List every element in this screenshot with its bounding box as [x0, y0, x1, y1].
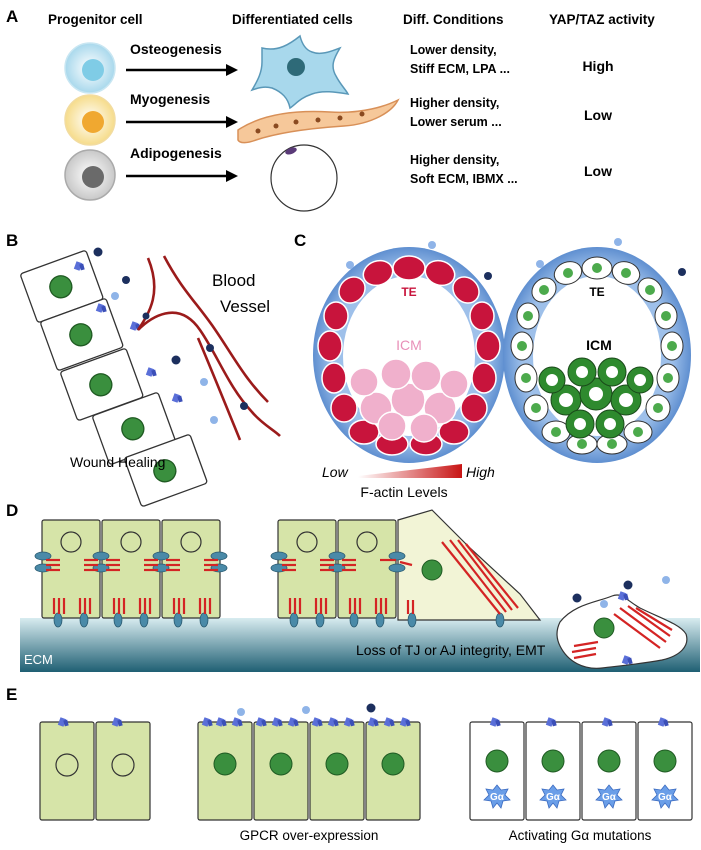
- cell-group-emt: [270, 509, 542, 628]
- activity-myo: Low: [584, 107, 612, 123]
- blastocyst-left: TE ICM: [313, 247, 505, 463]
- te-label-right: TE: [589, 285, 604, 299]
- label-myogenesis: Myogenesis: [130, 91, 210, 107]
- cell-group-intact: [34, 519, 228, 628]
- panel-d-letter: D: [6, 501, 18, 520]
- emt-caption: Loss of TJ or AJ integrity, EMT: [356, 642, 546, 658]
- cond-osteo-1: Lower density,: [410, 43, 497, 57]
- panel-d: D ECM: [6, 501, 700, 672]
- cond-myo-2: Lower serum ...: [410, 115, 502, 129]
- progenitor-cell-adipo: [64, 149, 116, 201]
- cell-group-galpha: Gα Gα Gα Gα: [469, 717, 693, 821]
- panel-a: A Progenitor cell Differentiated cells D…: [6, 7, 655, 212]
- cond-adipo-1: Higher density,: [410, 153, 499, 167]
- header-conditions: Diff. Conditions: [403, 12, 503, 27]
- galpha-caption: Activating Gα mutations: [509, 828, 652, 843]
- gradient-caption: F-actin Levels: [360, 484, 447, 500]
- progenitor-cell-osteo: [64, 42, 116, 94]
- gpcr-caption: GPCR over-expression: [240, 828, 379, 843]
- gradient-low: Low: [322, 464, 349, 480]
- blastocyst-right: TE ICM: [503, 247, 691, 463]
- factin-gradient-legend: Low High F-actin Levels: [322, 464, 495, 500]
- migrating-cell: [556, 591, 688, 669]
- ligand-dots-c: [346, 238, 686, 280]
- activity-osteo: High: [582, 58, 613, 74]
- header-activity: YAP/TAZ activity: [549, 12, 655, 27]
- blood-vessel: [136, 255, 281, 441]
- epithelial-sheet: [20, 250, 208, 507]
- galpha-label-2: Gα: [546, 792, 561, 803]
- panel-b: B: [6, 231, 281, 507]
- galpha-label-1: Gα: [490, 792, 505, 803]
- galpha-label-3: Gα: [602, 792, 617, 803]
- icm-label-right: ICM: [586, 337, 612, 353]
- wound-healing-caption: Wound Healing: [70, 454, 165, 470]
- panel-b-letter: B: [6, 231, 18, 250]
- cond-osteo-2: Stiff ECM, LPA ...: [410, 62, 510, 76]
- te-label-left: TE: [401, 285, 416, 299]
- cell-group-gpcr: [197, 703, 421, 821]
- vessel-label-2: Vessel: [220, 297, 270, 316]
- arrow-adipo: [126, 170, 238, 182]
- te-cells-left: [317, 255, 501, 456]
- galpha-label-4: Gα: [658, 792, 673, 803]
- adipocyte-cell: [270, 144, 338, 212]
- ligand-dots-d: [572, 576, 670, 608]
- te-cells-right: [510, 256, 684, 455]
- ecm-label: ECM: [24, 652, 53, 667]
- label-osteogenesis: Osteogenesis: [130, 41, 222, 57]
- vessel-label-1: Blood: [212, 271, 255, 290]
- panel-e: E: [6, 685, 693, 843]
- panel-c: C: [294, 231, 691, 500]
- label-adipogenesis: Adipogenesis: [130, 145, 222, 161]
- galpha-bursts: [483, 784, 679, 809]
- activity-adipo: Low: [584, 163, 612, 179]
- gradient-high: High: [466, 464, 495, 480]
- ligand-dots-b: [93, 247, 248, 424]
- myocyte-cell: [237, 98, 400, 144]
- ligand-dots-e: [237, 703, 376, 716]
- cond-myo-1: Higher density,: [410, 96, 499, 110]
- progenitor-cell-myo: [64, 94, 116, 146]
- panel-e-letter: E: [6, 685, 17, 704]
- header-progenitor: Progenitor cell: [48, 12, 143, 27]
- arrow-osteo: [126, 64, 238, 76]
- panel-c-letter: C: [294, 231, 306, 250]
- panel-a-letter: A: [6, 7, 18, 26]
- icm-label-left: ICM: [396, 337, 422, 353]
- cell-group-control: [39, 717, 151, 821]
- arrow-myo: [126, 116, 238, 128]
- cond-adipo-2: Soft ECM, IBMX ...: [410, 172, 518, 186]
- osteocyte-cell: [250, 34, 350, 110]
- header-differentiated: Differentiated cells: [232, 12, 353, 27]
- icm-cells-left: [349, 358, 469, 443]
